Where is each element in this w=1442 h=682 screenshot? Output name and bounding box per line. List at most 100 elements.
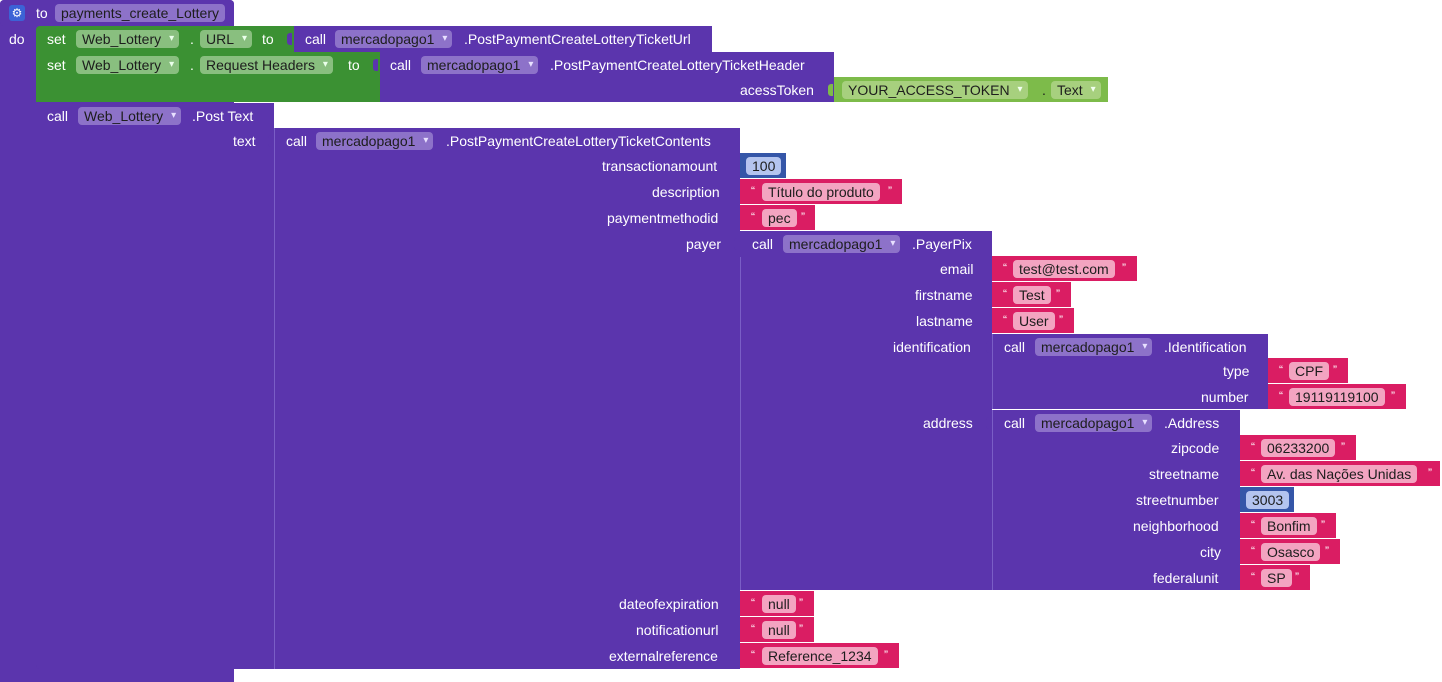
string-value[interactable]: SP: [1261, 569, 1292, 587]
target-dropdown[interactable]: mercadopago1: [316, 132, 434, 150]
token-property-dropdown[interactable]: Text: [1051, 81, 1101, 99]
open-quote: “: [751, 596, 755, 610]
socket-tab: [986, 417, 991, 429]
close-quote: ”: [801, 210, 805, 224]
close-quote: ”: [799, 622, 803, 636]
string-value[interactable]: CPF: [1289, 362, 1329, 380]
param-label: firstname: [915, 287, 973, 303]
post-text-block[interactable]: [36, 103, 274, 669]
target-dropdown[interactable]: mercadopago1: [1035, 338, 1153, 356]
string-value[interactable]: null: [762, 595, 796, 613]
open-quote: “: [751, 184, 755, 198]
method-name: .PostPaymentCreateLotteryTicketUrl: [464, 31, 691, 47]
close-quote: ”: [1391, 389, 1395, 403]
string-value[interactable]: Osasco: [1261, 543, 1321, 561]
socket-tab: [268, 135, 273, 147]
string-value[interactable]: null: [762, 621, 796, 639]
close-quote: ”: [1428, 466, 1432, 480]
set-keyword: set: [47, 57, 66, 73]
target-dropdown[interactable]: mercadopago1: [421, 56, 539, 74]
close-quote: ”: [1321, 518, 1325, 532]
string-value[interactable]: User: [1013, 312, 1055, 330]
call-keyword: call: [286, 133, 308, 149]
open-quote: “: [1003, 287, 1007, 301]
string-value[interactable]: test@test.com: [1013, 260, 1115, 278]
open-quote: “: [1251, 544, 1255, 558]
method-name: .PostPaymentCreateLotteryTicketHeader: [550, 57, 805, 73]
dot-separator: .: [190, 57, 194, 73]
close-quote: ”: [1056, 287, 1060, 301]
number-value[interactable]: 100: [746, 157, 782, 175]
component-dropdown[interactable]: Web_Lottery: [76, 56, 180, 74]
param-label: transactionamount: [602, 158, 718, 174]
param-label: paymentmethodid: [607, 210, 719, 226]
string-value[interactable]: Av. das Nações Unidas: [1261, 465, 1418, 483]
close-quote: ”: [1333, 363, 1337, 377]
close-quote: ”: [1122, 261, 1126, 275]
method-name: .PostPaymentCreateLotteryTicketContents: [446, 133, 711, 149]
param-label: type: [1223, 363, 1250, 379]
dot-separator: .: [190, 31, 194, 47]
socket-tab: [373, 59, 378, 71]
to-keyword: to: [262, 31, 274, 47]
param-label: number: [1201, 389, 1249, 405]
close-quote: ”: [799, 596, 803, 610]
string-value[interactable]: Reference_1234: [762, 647, 878, 665]
string-value[interactable]: Bonfim: [1261, 517, 1317, 535]
gear-icon[interactable]: ⚙: [9, 5, 25, 21]
component-dropdown[interactable]: Web_Lottery: [78, 107, 182, 125]
param-label: dateofexpiration: [619, 596, 719, 612]
param-label: email: [940, 261, 974, 277]
payer-block[interactable]: [740, 231, 992, 590]
close-quote: ”: [1059, 313, 1063, 327]
param-label: notificationurl: [636, 622, 719, 638]
string-value[interactable]: 06233200: [1261, 439, 1336, 457]
call-keyword: call: [752, 236, 774, 252]
method-name: .PayerPix: [912, 236, 972, 252]
close-quote: ”: [884, 648, 888, 662]
param-label: city: [1200, 544, 1221, 560]
param-label: zipcode: [1171, 440, 1220, 456]
target-dropdown[interactable]: mercadopago1: [335, 30, 453, 48]
open-quote: “: [1251, 440, 1255, 454]
socket-tab: [287, 33, 292, 45]
property-dropdown[interactable]: URL: [200, 30, 253, 48]
component-dropdown[interactable]: Web_Lottery: [76, 30, 180, 48]
open-quote: “: [1003, 261, 1007, 275]
method-name: .Identification: [1164, 339, 1247, 355]
close-quote: ”: [888, 184, 892, 198]
string-value[interactable]: 19119119100: [1289, 388, 1385, 406]
call-keyword: call: [1004, 339, 1026, 355]
string-value[interactable]: pec: [762, 209, 797, 227]
open-quote: “: [751, 622, 755, 636]
call-keyword: call: [47, 108, 69, 124]
param-label: federalunit: [1153, 570, 1219, 586]
socket-tab: [828, 84, 833, 96]
string-value[interactable]: Título do produto: [762, 183, 880, 201]
dot-separator: .: [1042, 82, 1046, 98]
token-component-dropdown[interactable]: YOUR_ACCESS_TOKEN: [842, 81, 1028, 99]
target-dropdown[interactable]: mercadopago1: [1035, 414, 1153, 432]
contents-block[interactable]: [274, 128, 740, 669]
procedure-to-keyword: to: [36, 5, 48, 21]
method-name: .Post Text: [192, 108, 254, 124]
target-dropdown[interactable]: mercadopago1: [783, 235, 901, 253]
open-quote: “: [1279, 363, 1283, 377]
open-quote: “: [751, 210, 755, 224]
open-quote: “: [1003, 313, 1007, 327]
property-dropdown[interactable]: Request Headers: [200, 56, 333, 74]
param-label-acesstoken: acessToken: [740, 82, 814, 98]
procedure-name-field[interactable]: payments_create_Lottery: [55, 4, 225, 22]
param-label-text: text: [233, 133, 256, 149]
open-quote: “: [1251, 570, 1255, 584]
param-label: neighborhood: [1133, 518, 1219, 534]
address-block[interactable]: [992, 410, 1240, 590]
param-label: lastname: [916, 313, 973, 329]
call-keyword: call: [305, 31, 327, 47]
string-value[interactable]: Test: [1013, 286, 1051, 304]
call-keyword: call: [1004, 415, 1026, 431]
number-value[interactable]: 3003: [1246, 491, 1290, 509]
open-quote: “: [751, 648, 755, 662]
method-name: .Address: [1164, 415, 1220, 431]
param-label: payer: [686, 236, 722, 252]
